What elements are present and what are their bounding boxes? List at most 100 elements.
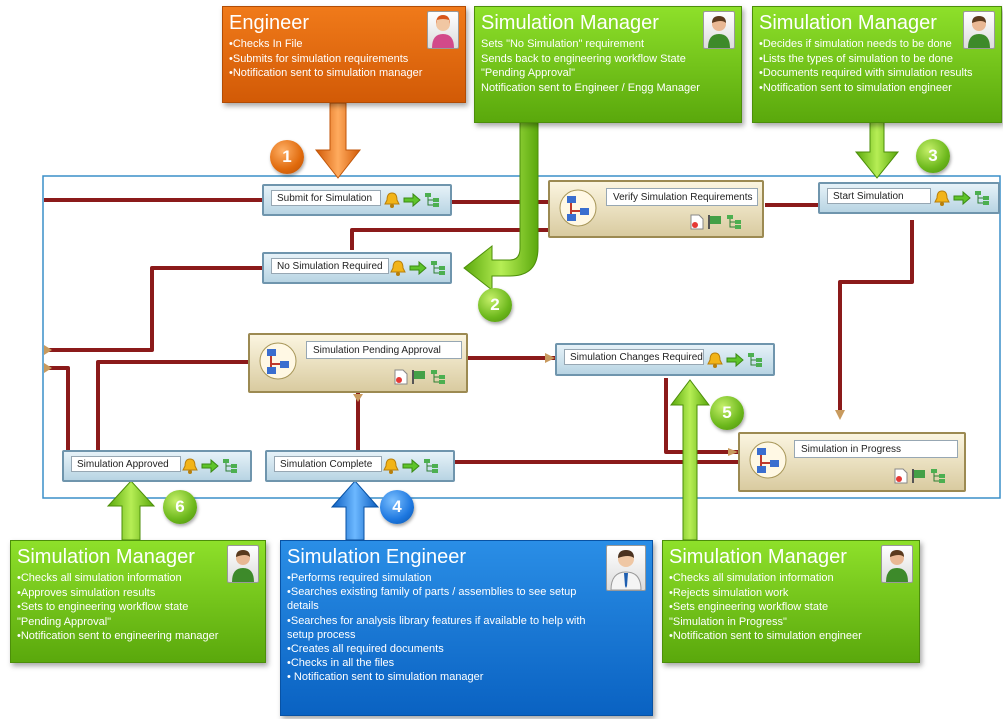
tree-icon [223, 459, 237, 473]
tree-icon [431, 370, 445, 384]
step-badge-4: 4 [380, 490, 414, 524]
bell-icon [384, 192, 400, 208]
task-simulation-pending-approval[interactable]: Simulation Pending Approval [248, 333, 468, 393]
avatar-male-icon [963, 11, 995, 49]
node-label: Simulation Changes Required [564, 349, 704, 365]
card-line: • Notification sent to simulation manage… [287, 671, 484, 684]
card-line: •Decides if simulation needs to be done [759, 38, 952, 50]
card-line: •Lists the types of simulation to be don… [759, 52, 954, 65]
right-arrow-icon [403, 192, 421, 208]
sim-manager-card-bottom-right: Simulation Manager •Checks all simulatio… [662, 540, 920, 663]
card-title: Simulation Engineer [287, 546, 466, 568]
card-line: •Notification sent to simulation manager [229, 67, 423, 79]
right-arrow-icon [409, 260, 427, 276]
card-line: •Sets engineering workflow state [669, 601, 829, 613]
avatar-businessman-icon [606, 545, 646, 591]
card-line: •Approves simulation results [17, 586, 156, 599]
card-line: •Notification sent to engineering manage… [17, 630, 219, 642]
sim-manager-card-bottom-left: Simulation Manager •Checks all simulatio… [10, 540, 266, 663]
card-line: "Simulation in Progress" [669, 615, 787, 628]
node-start-simulation[interactable]: Start Simulation [818, 182, 1000, 214]
card-title: Simulation Manager [17, 546, 195, 568]
step-badge-5: 5 [710, 396, 744, 430]
connector-verify-nosim [350, 228, 552, 250]
node-label: Submit for Simulation [271, 190, 381, 206]
complete-arrow [330, 480, 380, 541]
sim-manager-card-top-middle: Simulation Manager Sets "No Simulation" … [474, 6, 742, 123]
card-line: •Documents required with simulation resu… [759, 67, 973, 79]
connector-nosim-left [44, 266, 262, 352]
card-line: •Sets to engineering workflow state [17, 601, 189, 613]
node-simulation-changes-required[interactable]: Simulation Changes Required [555, 343, 775, 376]
right-arrow-icon [402, 458, 420, 474]
right-arrow-icon [726, 352, 744, 368]
node-simulation-complete[interactable]: Simulation Complete [265, 450, 455, 482]
card-line: details [287, 600, 319, 613]
bell-icon [390, 260, 406, 276]
card-line: Sends back to engineering workflow State [481, 52, 686, 65]
connector-arrowheads [44, 345, 845, 456]
task-label: Simulation in Progress [794, 440, 958, 458]
step-badge-2: 2 [478, 288, 512, 322]
node-label: Simulation Complete [274, 456, 382, 472]
card-line: •Submits for simulation requirements [229, 52, 409, 65]
tree-icon [431, 261, 445, 275]
tree-icon [425, 193, 439, 207]
avatar-male-icon [881, 545, 913, 583]
tree-icon [727, 215, 741, 229]
workflow-connectors [44, 198, 914, 464]
bell-icon [182, 458, 198, 474]
card-title: Engineer [229, 12, 310, 34]
tree-icon [748, 353, 762, 367]
node-simulation-approved[interactable]: Simulation Approved [62, 450, 252, 482]
task-label: Verify Simulation Requirements [606, 188, 758, 206]
card-line: •Checks In File [229, 38, 303, 50]
right-arrow-icon [953, 190, 971, 206]
card-line: •Searches existing family of parts / ass… [287, 586, 577, 599]
flag-icon [708, 215, 721, 229]
document-icon [894, 468, 908, 484]
changes-arrow [669, 379, 711, 541]
card-line: •Rejects simulation work [669, 586, 789, 599]
task-verify-simulation-requirements[interactable]: Verify Simulation Requirements [548, 180, 764, 238]
sim-manager-card-top-right: Simulation Manager •Decides if simulatio… [752, 6, 1002, 123]
document-icon [394, 369, 408, 385]
document-icon [690, 214, 704, 230]
start-arrow [854, 121, 900, 179]
card-title: Simulation Manager [481, 12, 659, 34]
node-label: Simulation Approved [71, 456, 181, 472]
connector-changes-progress [664, 378, 738, 454]
card-line: •Performs required simulation [287, 572, 432, 584]
card-line: "Pending Approval" [17, 615, 112, 628]
connector-start-progress [838, 220, 914, 412]
connector-pending-approved [96, 360, 248, 455]
node-submit-for-simulation[interactable]: Submit for Simulation [262, 184, 452, 216]
card-title: Simulation Manager [759, 12, 937, 34]
card-line: •Checks all simulation information [669, 572, 834, 584]
right-arrow-icon [201, 458, 219, 474]
engineer-arrow [314, 102, 362, 179]
node-label: No Simulation Required [271, 258, 389, 274]
card-line: "Pending Approval" [481, 67, 576, 79]
card-line: •Notification sent to simulation enginee… [759, 81, 952, 94]
card-line: •Searches for analysis library features … [287, 614, 586, 627]
card-line: Notification sent to Engineer / Engg Man… [481, 81, 700, 94]
tree-icon [931, 469, 945, 483]
avatar-female-icon [427, 11, 459, 49]
tree-icon [975, 191, 989, 205]
card-line: •Notification sent to simulation enginee… [669, 630, 862, 642]
engineer-card: Engineer •Checks In File •Submits for si… [222, 6, 466, 103]
step-badge-3: 3 [916, 139, 950, 173]
bell-icon [707, 352, 723, 368]
card-line: setup process [287, 628, 356, 641]
card-line: Sets "No Simulation" requirement [481, 38, 645, 50]
flag-icon [912, 469, 925, 483]
tree-icon [424, 459, 438, 473]
node-no-simulation-required[interactable]: No Simulation Required [262, 252, 452, 284]
card-line: •Checks in all the files [287, 657, 395, 670]
card-title: Simulation Manager [669, 546, 847, 568]
task-simulation-in-progress[interactable]: Simulation in Progress [738, 432, 966, 492]
workflow-icon [259, 342, 297, 380]
